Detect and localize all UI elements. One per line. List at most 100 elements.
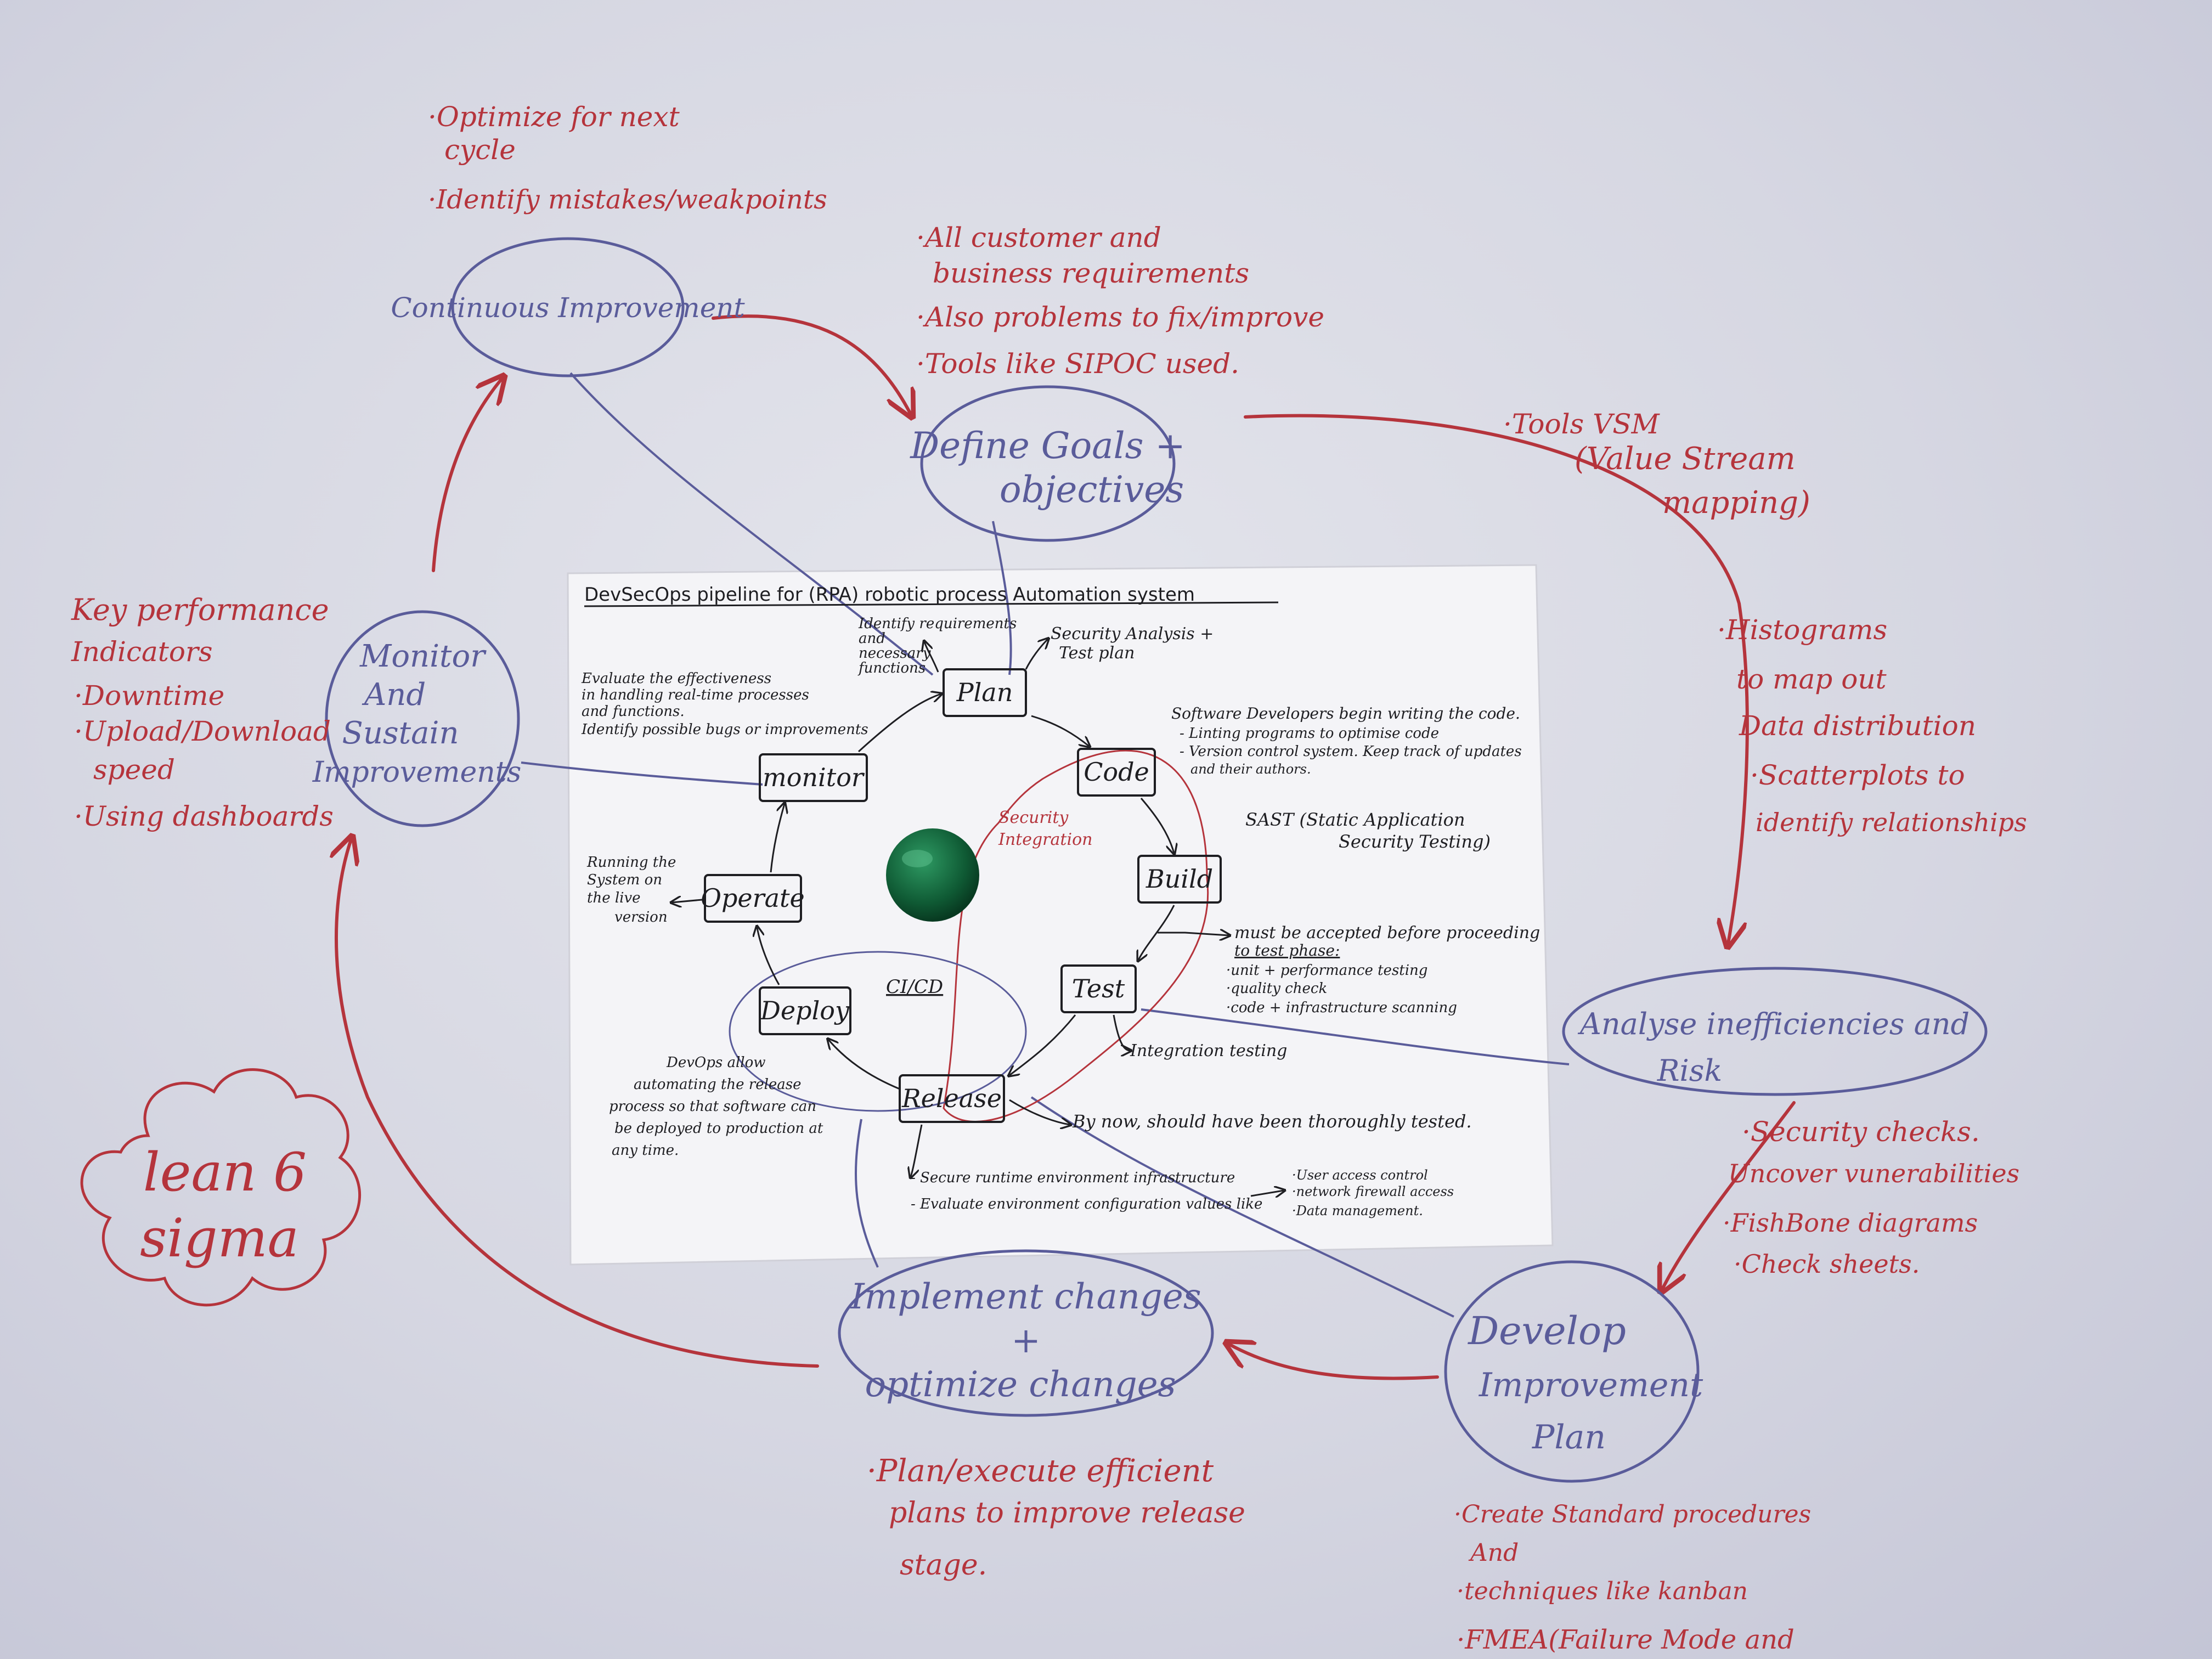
implement-label-1: Implement changes [850,1277,1201,1317]
analysis-note-5: identify relationships [1756,808,2027,837]
monitor-label-2: And [362,677,426,713]
arrow-develop-to-implement [1229,1344,1439,1380]
sheet-content: DevSecOps pipeline for (RPA) robotic pro… [581,584,1540,1218]
implement-note-1: ·Plan/execute efficient [867,1453,1214,1489]
magnet-icon [886,828,979,922]
ci-note-1: ·Optimize for next [428,101,680,133]
check-note-4: ·Check sheets. [1734,1249,1920,1279]
arrow-plan-to-code [1031,715,1089,746]
pipeline-sheet [567,564,1554,1266]
node-develop-plan-shape [1444,1260,1700,1483]
sheet-title-underline [584,601,1279,607]
security-integration-2: Integration [998,830,1092,849]
stage-operate-box [704,874,802,923]
stage-code-label: Code [1084,757,1149,787]
define-note-3: ·Also problems to fix/improve [916,301,1324,333]
monitor-note-1: Evaluate the effectiveness [581,670,771,687]
monitor-label-3: Sustain [342,715,459,751]
test-note-2: to test phase: [1234,941,1340,960]
stage-operate-label: Operate [701,883,805,913]
plan-req-1: Identify requirements [858,616,1017,632]
node-monitor-shape [325,610,520,827]
arrow-release-to-notes [911,1124,923,1177]
monitor-label-4: Improvements [312,756,522,789]
arrow-release-to-deploy [828,1040,900,1090]
line-release-to-develop [1030,1096,1454,1318]
plan-req-4: functions [857,660,926,676]
release-note-1: - Secure runtime environment infrastruct… [911,1170,1235,1186]
kpi-note-5: speed [93,754,175,786]
check-note-2: Uncover vunerabilities [1728,1159,2019,1188]
deploy-note-2: automating the release [634,1076,802,1093]
define-note-2: business requirements [933,257,1249,289]
cicd-label: CI/CD [886,976,943,998]
arrow-deploy-to-operate [757,927,780,985]
deploy-note-1: DevOps allow [666,1054,766,1071]
operate-note-1: Running the [586,854,676,871]
line-test-to-analyse [1141,1008,1570,1065]
implement-note-3: stage. [900,1549,987,1582]
arrow-test-to-integration [1113,1014,1130,1051]
whiteboard-nodes [325,237,1988,1483]
config-value-3: ·Data management. [1292,1203,1423,1218]
node-implement-shape [838,1249,1214,1417]
analysis-note-4: ·Scatterplots to [1750,759,1965,791]
implement-label-2: + [1011,1321,1041,1361]
stage-deploy-box [759,986,851,1035]
node-continuous-improvement-shape [451,237,685,377]
release-tested-note: By now, should have been thoroughly test… [1072,1111,1472,1132]
ci-note-2: cycle [444,134,516,166]
check-note-1: ·Security checks. [1742,1116,1980,1148]
plan-security-1: Security Analysis + [1051,624,1214,644]
arrow-test-to-release [1009,1014,1076,1075]
stage-release-label: Release [901,1084,1002,1113]
vsm-note-2: (Value Stream [1575,441,1796,477]
deploy-note-3: process so that software can [609,1098,816,1115]
define-note-1: ·All customer and [916,222,1161,253]
analysis-note-3: Data distribution [1739,710,1976,742]
vsm-note-3: mapping) [1662,485,1810,521]
stage-test-box [1060,964,1137,1013]
node-define-goals-shape [920,385,1176,542]
monitor-note-4: Identify possible bugs or improvements [581,721,868,738]
analyse-label-2: Risk [1657,1053,1722,1088]
arrow-build-to-test [1138,905,1175,960]
stage-monitor-label: monitor [763,763,865,792]
develop-label-2: Improvement [1479,1366,1703,1404]
stage-code-box [1077,748,1156,797]
arrow-continuous-to-define [712,314,911,414]
test-note-5: ·code + infrastructure scanning [1226,1000,1457,1016]
arrow-define-to-analyse [1244,414,1749,944]
develop-note-4: ·FMEA(Failure Mode and [1457,1624,1795,1655]
release-note-2: - Evaluate environment configuration val… [911,1196,1262,1212]
config-value-2: ·network firewall access [1292,1184,1454,1199]
implement-note-2: plans to improve release [889,1497,1245,1530]
arrow-code-to-build [1140,798,1174,853]
kpi-note-6: ·Using dashboards [74,800,334,832]
stage-deploy-label: Deploy [760,996,850,1025]
arrow-build-to-accept [1158,933,1229,935]
kpi-note-1: Key performance [71,592,329,627]
code-note-2: - Linting programs to optimise code [1180,725,1439,742]
kpi-note-4: ·Upload/Download [74,715,331,747]
build-note-1: SAST (Static Application [1245,809,1465,830]
deploy-note-4: be deployed to production at [614,1120,823,1137]
line-monitor-node-to-sheet [521,761,763,786]
define-goals-label-2: objectives [1000,469,1184,511]
line-continuous-to-monitor [569,372,934,676]
stage-monitor-box [759,753,868,802]
security-integration-1: Security [998,808,1069,827]
line-define-to-plan [992,521,1012,675]
define-note-4: ·Tools like SIPOC used. [916,348,1239,380]
test-note-4: ·quality check [1226,980,1327,997]
analysis-note-1: ·Histograms [1717,614,1887,646]
arrow-config-values [1250,1190,1284,1196]
code-note-1: Software Developers begin writing the co… [1171,704,1520,723]
monitor-label-1: Monitor [359,639,487,674]
develop-note-2: And [1468,1539,1519,1567]
ci-note-3: ·Identify mistakes/weakpoints [428,184,827,215]
arrow-implement-to-monitor [336,839,819,1368]
stage-release-box [899,1074,1005,1123]
vsm-note-1: ·Tools VSM [1503,408,1660,440]
